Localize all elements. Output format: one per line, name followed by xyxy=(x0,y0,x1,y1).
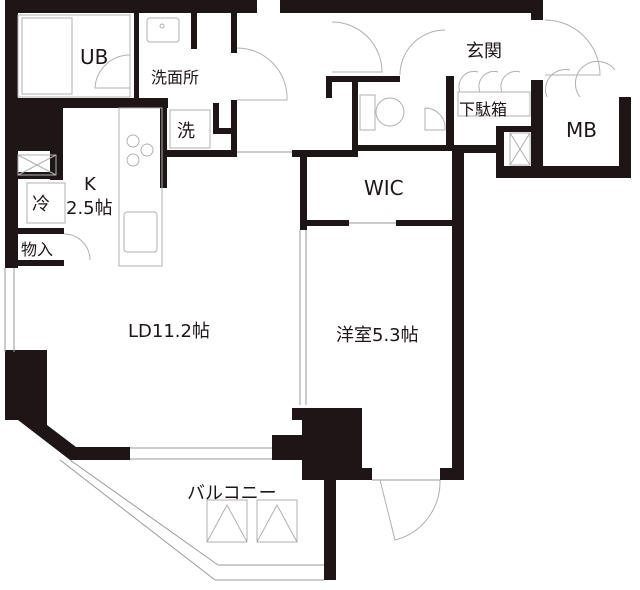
wall-room-bottom-right xyxy=(440,468,464,480)
wall-wic-top xyxy=(292,150,358,157)
wall-mb-bottom xyxy=(496,166,631,178)
toilet-tank xyxy=(359,94,376,131)
wall-storage-top xyxy=(18,228,64,234)
wall-senmenjo-stub xyxy=(213,103,219,133)
wall-balcony-pillar-d xyxy=(352,408,362,468)
wall-senmenjo-mid xyxy=(191,13,197,49)
wall-wic-bottom-left xyxy=(307,220,349,226)
room-label-fridge: 冷 xyxy=(32,194,50,215)
wall-senmenjo-bottom xyxy=(160,150,237,157)
room-label-mb: MB xyxy=(566,118,597,142)
room-label-washer: 洗 xyxy=(177,121,195,142)
wall-ub-bottom xyxy=(18,98,168,108)
wall-diagonal xyxy=(5,403,130,460)
ac-unit-2 xyxy=(256,499,298,543)
room-label-storage: 物入 xyxy=(21,240,54,259)
wall-hall-left xyxy=(326,76,332,98)
kitchen-sink xyxy=(123,211,158,253)
wall-balcony-pillar-a xyxy=(272,435,302,460)
wall-senmenjo-right xyxy=(231,13,237,53)
wall-getabako-bottom xyxy=(452,145,504,153)
washer-pan xyxy=(169,109,211,149)
toilet-bowl xyxy=(375,97,405,127)
wall-senmenjo-right2 xyxy=(231,100,237,157)
wall-senmenjo-stub2 xyxy=(213,128,237,134)
wall-wic-left xyxy=(300,155,307,230)
wall-hall-top xyxy=(326,76,400,82)
wall-ub-right xyxy=(134,13,139,105)
room-label-senmenjo: 洗面所 xyxy=(151,68,200,87)
room-label-kitchen: K xyxy=(84,174,96,195)
wall-toilet-right xyxy=(446,76,454,151)
room-label-ub: UB xyxy=(80,45,109,69)
wall-top xyxy=(5,0,257,13)
room-label-wic: WIC xyxy=(364,176,404,200)
room-label-ld: LD11.2帖 xyxy=(128,321,210,342)
wall-genkan-right xyxy=(531,0,543,20)
wall-balcony-divider xyxy=(324,460,336,580)
wall-wic-bottom-right xyxy=(396,220,452,226)
wall-toilet-bottom xyxy=(352,145,462,151)
wall-mb-left xyxy=(531,80,543,170)
wall-k-left xyxy=(50,105,63,180)
kitchen-counter xyxy=(118,107,163,267)
wall-k-right xyxy=(160,103,167,188)
wall-room-bottom xyxy=(352,468,372,480)
wall-right-main xyxy=(452,145,464,480)
room-label-kitchen-size: 2.5帖 xyxy=(66,198,113,219)
bathtub xyxy=(21,17,73,95)
ac-unit-1 xyxy=(206,499,248,543)
wall-top-right xyxy=(280,0,542,13)
fridge-space xyxy=(26,182,66,224)
room-label-genkan: 玄関 xyxy=(466,41,502,62)
room-label-western-room: 洋室5.3帖 xyxy=(336,325,419,346)
washbasin xyxy=(146,17,180,43)
wall-shaft-top xyxy=(502,126,532,132)
room-label-getabako: 下駄箱 xyxy=(459,100,508,119)
wall-mb-right xyxy=(619,97,631,178)
room-label-balcony: バルコニー xyxy=(187,483,277,504)
wall-toilet-left xyxy=(352,80,358,155)
wall-storage-bottom xyxy=(18,260,64,266)
